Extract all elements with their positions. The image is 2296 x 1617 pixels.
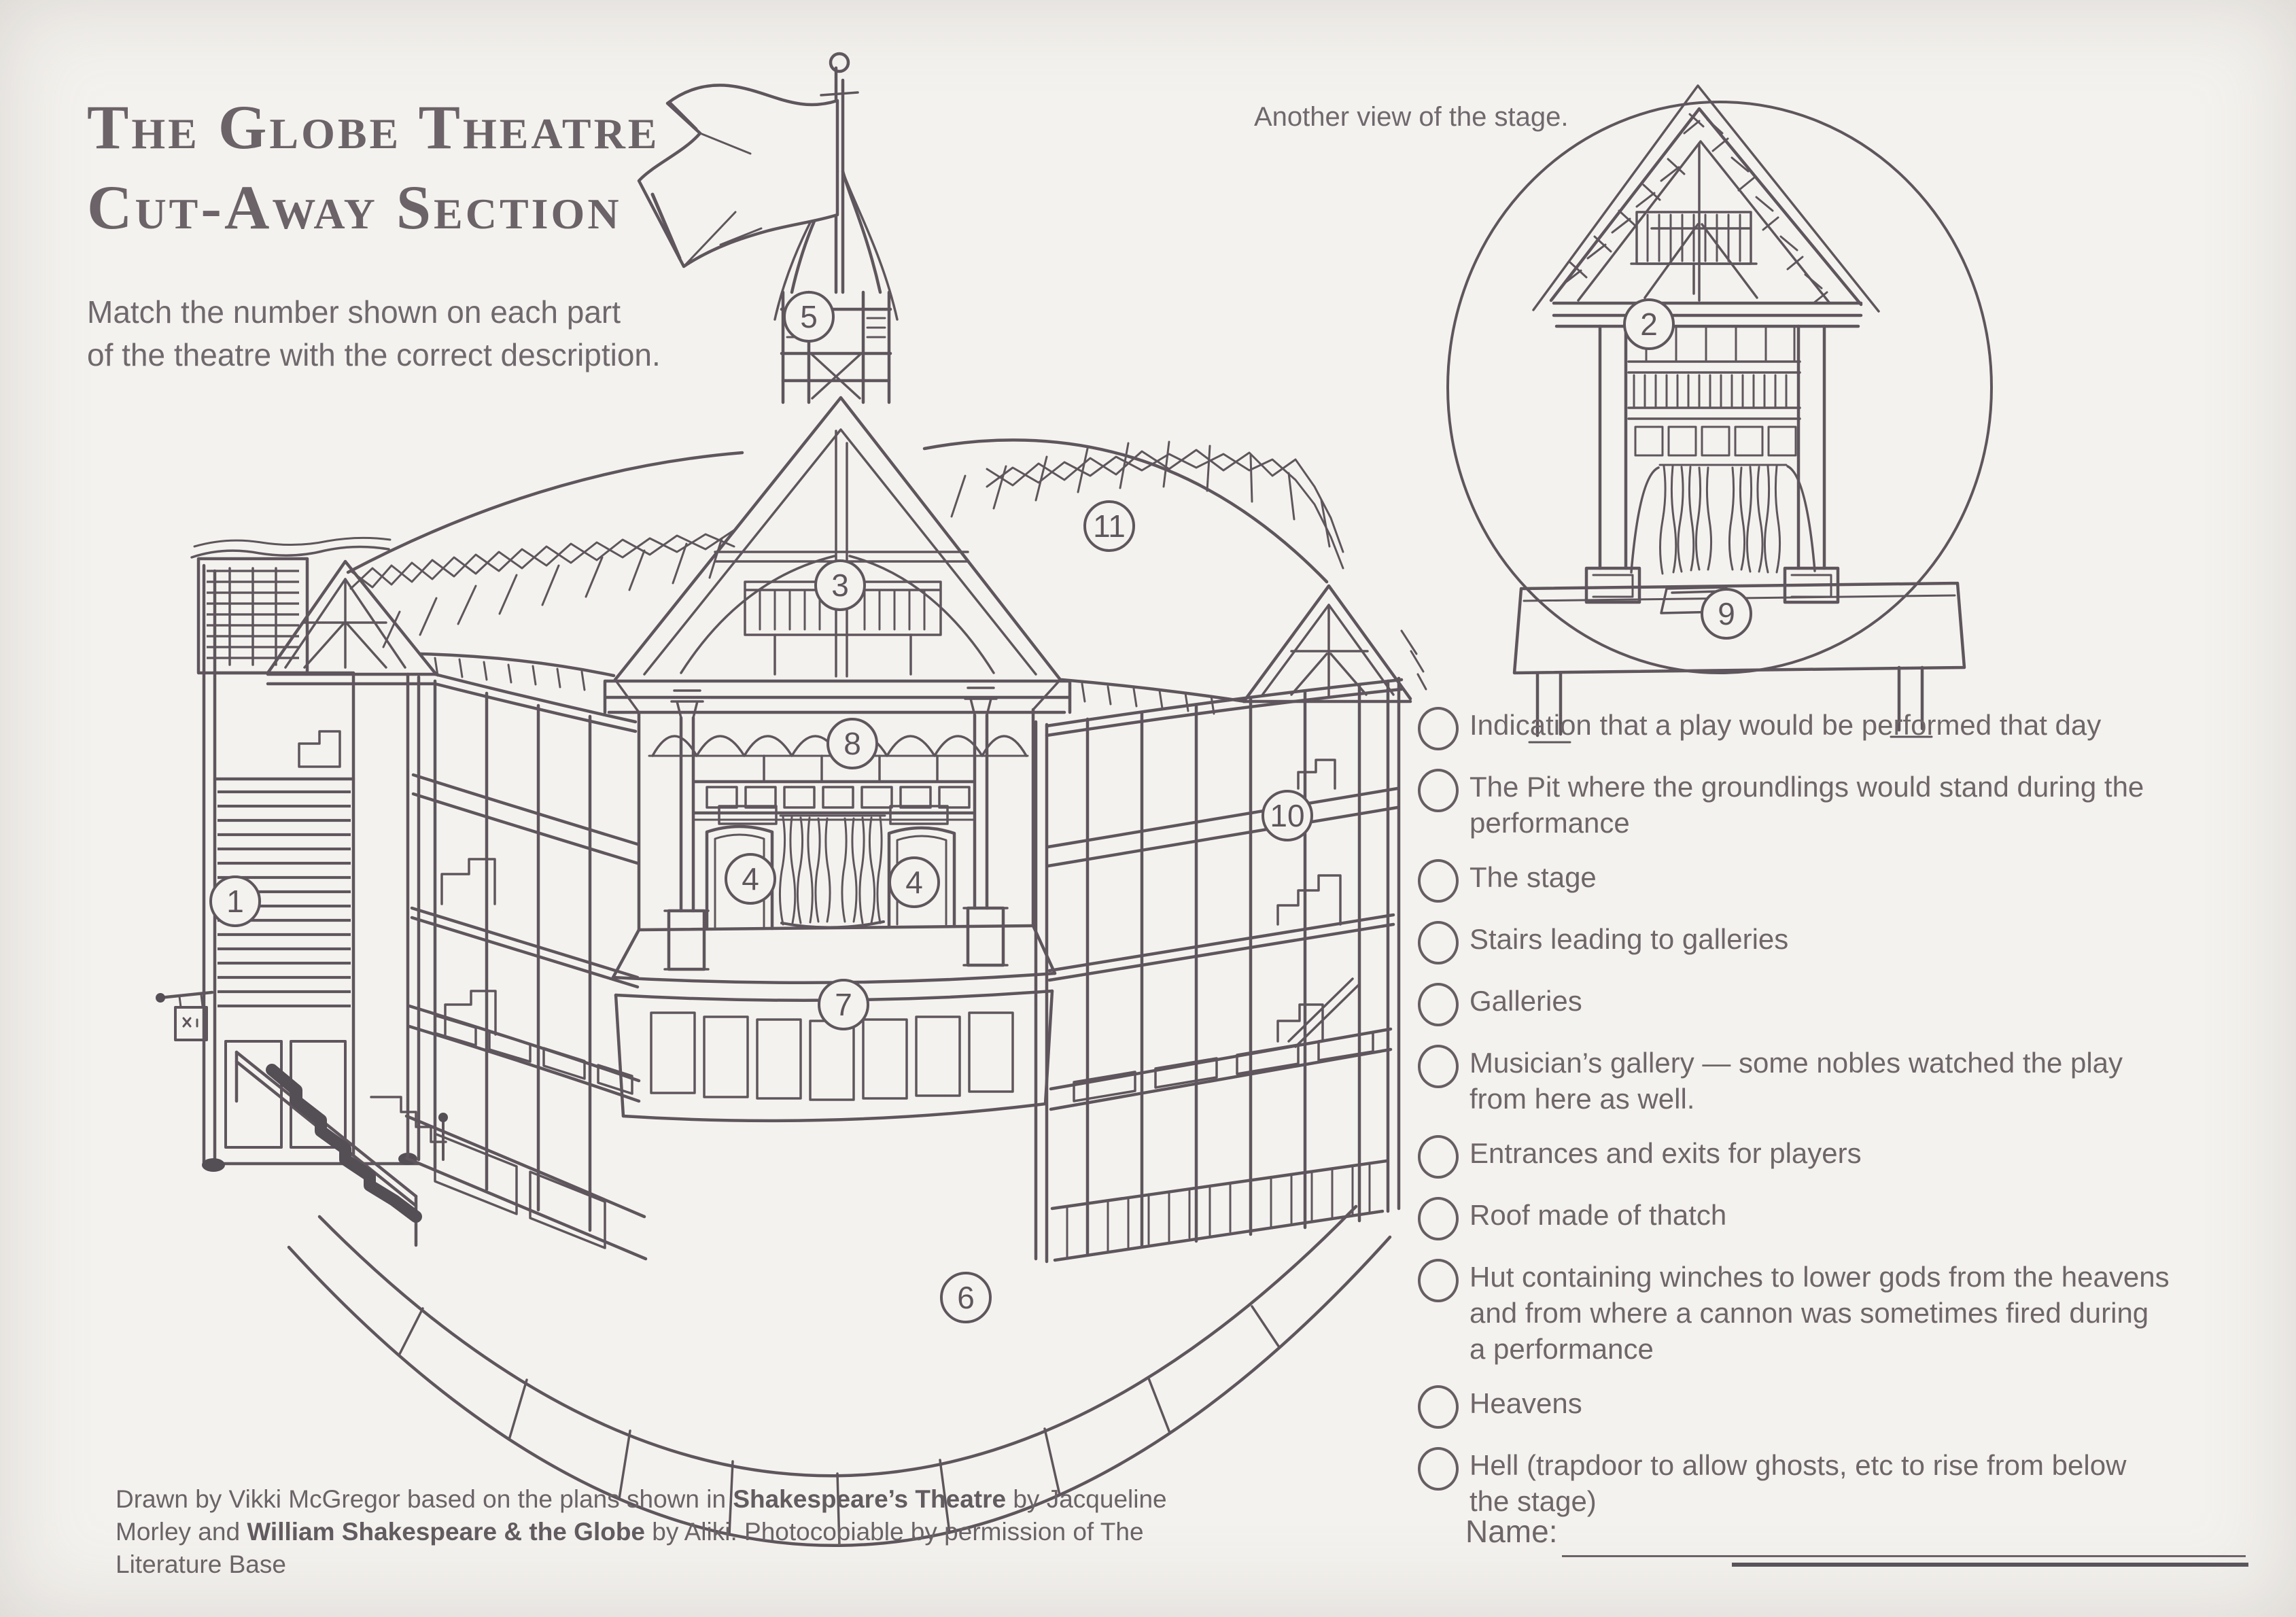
description-item: Hut containing winches to lower gods fro…: [1418, 1259, 2281, 1367]
thatch-roof-left: [346, 451, 744, 691]
description-text: Hell (trapdoor to allow ghosts, etc to r…: [1469, 1449, 2127, 1517]
lower-staircase: [234, 1050, 448, 1247]
answer-circle[interactable]: [1418, 1045, 1459, 1088]
description-list: Indication that a play would be performe…: [1418, 707, 2281, 1537]
instruction-line-2: of the theatre with the correct descript…: [87, 337, 661, 372]
diagram-marker-6: 6: [940, 1272, 992, 1323]
svg-text:9: 9: [1718, 596, 1735, 631]
svg-text:4: 4: [742, 861, 759, 897]
svg-text:4: 4: [905, 865, 923, 900]
answer-circle[interactable]: [1418, 707, 1459, 750]
diagram-marker-1: 1: [209, 875, 261, 927]
svg-text:7: 7: [835, 987, 852, 1022]
description-text: The Pit where the groundlings would stan…: [1469, 771, 2144, 839]
diagram-marker-11: 11: [1083, 500, 1135, 552]
right-galleries: [1034, 676, 1404, 1264]
description-text: Entrances and exits for players: [1469, 1137, 1862, 1169]
description-text: Musician’s gallery — some nobles watched…: [1469, 1047, 2123, 1115]
description-text: Heavens: [1469, 1387, 1582, 1419]
answer-circle[interactable]: [1418, 983, 1459, 1026]
svg-text:3: 3: [831, 568, 849, 603]
answer-circle[interactable]: [1418, 769, 1459, 812]
answer-circle[interactable]: [1418, 921, 1459, 964]
description-item: Hell (trapdoor to allow ghosts, etc to r…: [1418, 1447, 2281, 1519]
name-label: Name:: [1465, 1514, 1558, 1549]
description-text: Hut containing winches to lower gods fro…: [1469, 1261, 2170, 1365]
name-input-line[interactable]: [1562, 1555, 2246, 1557]
inset-caption: Another view of the stage.: [1254, 102, 1569, 132]
turret-and-flag: [637, 52, 899, 404]
thatch-roof-right: [922, 438, 1344, 715]
description-item: Indication that a play would be performe…: [1418, 707, 2281, 750]
svg-text:11: 11: [1093, 508, 1126, 544]
description-item: Galleries: [1418, 983, 2281, 1026]
main-cutaway-drawing: 1 2 3 4 4 5 6 7 8 9 10 11: [156, 52, 1993, 1547]
answer-circle[interactable]: [1418, 1135, 1459, 1179]
diagram-markers: 1 2 3 4 4 5 6 7 8 9 10 11: [209, 291, 1752, 1323]
description-text: Stairs leading to galleries: [1469, 923, 1789, 955]
description-text: Roof made of thatch: [1469, 1199, 1727, 1231]
description-text: Indication that a play would be performe…: [1469, 709, 2102, 741]
hut: [603, 396, 1072, 714]
diagram-marker-10: 10: [1262, 790, 1313, 841]
diagram-marker-5: 5: [783, 291, 835, 343]
description-text: The stage: [1469, 861, 1597, 893]
answer-circle[interactable]: [1418, 1447, 1459, 1491]
diagram-marker-9: 9: [1701, 588, 1752, 640]
diagram-marker-3: 3: [814, 559, 866, 611]
description-item: The Pit where the groundlings would stan…: [1418, 769, 2281, 841]
svg-text:8: 8: [843, 726, 861, 761]
answer-circle[interactable]: [1418, 1197, 1459, 1240]
description-item: The stage: [1418, 859, 2281, 903]
description-item: Stairs leading to galleries: [1418, 921, 2281, 964]
diagram-marker-4: 4: [888, 856, 940, 908]
playhouse-sign: [156, 990, 214, 1041]
svg-text:1: 1: [226, 884, 244, 919]
answer-circle[interactable]: [1418, 1259, 1459, 1302]
yard-paving: [287, 1204, 1392, 1547]
svg-text:5: 5: [800, 299, 818, 334]
name-input-line-shadow: [1732, 1563, 2248, 1567]
description-item: Roof made of thatch: [1418, 1197, 2281, 1240]
answer-circle[interactable]: [1418, 1385, 1459, 1429]
description-item: Musician’s gallery — some nobles watched…: [1418, 1045, 2281, 1117]
description-text: Galleries: [1469, 985, 1582, 1017]
description-item: Heavens: [1418, 1385, 2281, 1429]
instructions: Match the number shown on each part of t…: [87, 291, 661, 377]
diagram-marker-7: 7: [818, 979, 869, 1030]
title-line-2: Cut-Away Section: [87, 173, 622, 242]
svg-text:6: 6: [957, 1280, 975, 1315]
svg-text:10: 10: [1270, 798, 1304, 833]
page-title: The Globe Theatre Cut-Away Section: [87, 87, 659, 247]
answer-circle[interactable]: [1418, 859, 1459, 903]
svg-text:2: 2: [1640, 307, 1658, 342]
diagram-marker-2: 2: [1623, 298, 1675, 350]
credit-text: Drawn by Vikki McGregor based on the pla…: [116, 1485, 1167, 1578]
left-galleries: [404, 672, 648, 1261]
title-line-1: The Globe Theatre: [87, 92, 660, 162]
diagram-marker-8: 8: [827, 718, 878, 769]
description-item: Entrances and exits for players: [1418, 1135, 2281, 1179]
instruction-line-1: Match the number shown on each part: [87, 294, 621, 330]
right-gable: [1242, 584, 1427, 703]
inset-stage-view: [1446, 84, 1993, 744]
stair-tower: [190, 536, 421, 1172]
diagram-marker-4: 4: [725, 853, 776, 905]
